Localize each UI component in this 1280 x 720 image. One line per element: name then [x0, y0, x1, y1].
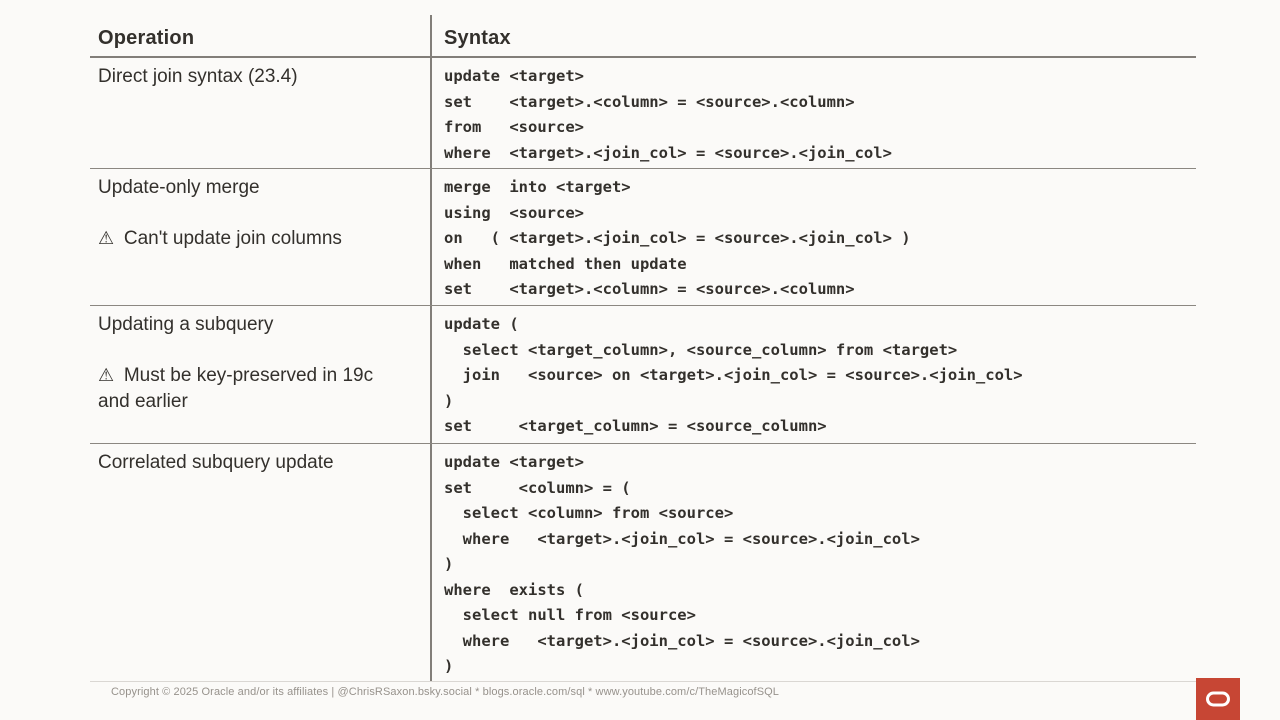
syntax-code: update <target> set <column> = ( select …	[444, 453, 920, 675]
syntax-cell: update <target> set <target>.<column> = …	[430, 58, 1196, 168]
table-row: Direct join syntax (23.4) update <target…	[90, 58, 1196, 168]
warning-icon: ⚠	[98, 228, 120, 249]
syntax-code: update <target> set <target>.<column> = …	[444, 67, 892, 162]
operation-cell: Correlated subquery update	[90, 444, 430, 681]
warning-text: Must be key-preserved in 19c and earlier	[98, 365, 374, 412]
operation-warning: ⚠ Must be key-preserved in 19c and earli…	[98, 363, 424, 415]
operation-name: Updating a subquery	[98, 314, 274, 335]
column-header-syntax: Syntax	[430, 15, 1196, 56]
syntax-code: update ( select <target_column>, <source…	[444, 315, 1023, 435]
table-header-row: Operation Syntax	[90, 15, 1196, 58]
operation-warning: ⚠ Can't update join columns	[98, 226, 424, 252]
warning-icon: ⚠	[98, 365, 120, 386]
column-header-operation: Operation	[98, 27, 195, 49]
syntax-table: Operation Syntax Direct join syntax (23.…	[90, 15, 1196, 682]
syntax-cell: update ( select <target_column>, <source…	[430, 306, 1196, 443]
table-row: Correlated subquery update update <targe…	[90, 443, 1196, 681]
operation-name: Update-only merge	[98, 177, 260, 198]
operation-cell: Direct join syntax (23.4)	[90, 58, 430, 168]
operation-name: Direct join syntax (23.4)	[98, 66, 298, 87]
oracle-o-icon	[1206, 691, 1230, 707]
footer-copyright: Copyright © 2025 Oracle and/or its affil…	[111, 686, 780, 698]
operation-name: Correlated subquery update	[98, 452, 334, 473]
operation-cell: Updating a subquery ⚠ Must be key-preser…	[90, 306, 430, 443]
syntax-cell: update <target> set <column> = ( select …	[430, 444, 1196, 681]
operation-cell: Update-only merge ⚠ Can't update join co…	[90, 169, 430, 305]
syntax-cell: merge into <target> using <source> on ( …	[430, 169, 1196, 305]
table-row: Updating a subquery ⚠ Must be key-preser…	[90, 305, 1196, 443]
syntax-code: merge into <target> using <source> on ( …	[444, 178, 911, 298]
warning-text: Can't update join columns	[123, 228, 342, 249]
oracle-logo	[1196, 678, 1240, 720]
table-body: Direct join syntax (23.4) update <target…	[90, 58, 1196, 682]
table-row: Update-only merge ⚠ Can't update join co…	[90, 168, 1196, 305]
